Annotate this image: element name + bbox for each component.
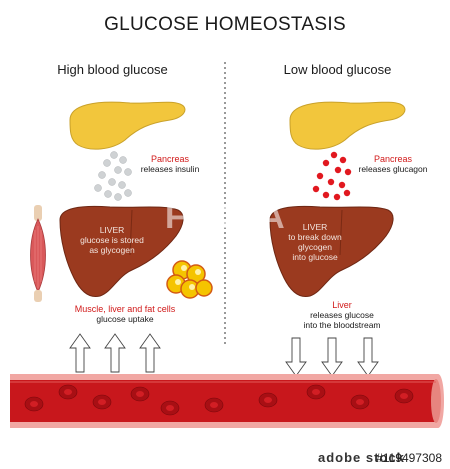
footer-bar [0, 447, 450, 469]
muscle-icon [30, 205, 46, 302]
release-label-sub1: releases glucose [310, 310, 374, 320]
uptake-arrows [69, 333, 161, 373]
page-title: GLUCOSE HOMEOSTASIS [104, 14, 346, 35]
pancreas-glucagon-label: Pancreas releases glucagon [348, 154, 438, 174]
liver-text-left: LIVER glucose is stored as glycogen [72, 225, 152, 255]
liver-left-line3: as glycogen [89, 245, 135, 255]
liver-right-lobe-line [339, 209, 343, 256]
watermark: FIXTA [165, 198, 291, 236]
pancreas-sub-right: releases glucagon [358, 164, 428, 174]
insulin-particles [94, 151, 132, 201]
uptake-label: Muscle, liver and fat cells glucose upta… [55, 304, 195, 324]
liver-left [59, 205, 184, 298]
heading-low-blood-glucose: Low blood glucose [283, 62, 392, 77]
pancreas-label-right: Pancreas [373, 154, 413, 164]
pancreas-insulin-label: Pancreas releases insulin [128, 154, 212, 174]
liver-left-line1: LIVER [99, 225, 125, 235]
glucagon-particles [312, 151, 352, 201]
liver-right-line1: LIVER [302, 222, 328, 232]
fat-cells-icon [166, 260, 213, 299]
heading-high-blood-glucose: High blood glucose [57, 62, 168, 77]
liver-release-label: Liver releases glucose into the bloodstr… [286, 300, 398, 330]
release-label-title: Liver [332, 300, 352, 310]
pancreas-sub-left: releases insulin [140, 164, 200, 174]
liver-right-line3: glycogen [297, 242, 333, 252]
liver-right [269, 205, 394, 298]
liver-right-line4: into glucose [292, 252, 338, 262]
stock-logo: adobe stock [318, 450, 405, 465]
release-label-sub2: into the bloodstream [303, 320, 381, 330]
liver-right-line2: to break down [288, 232, 342, 242]
uptake-label-sub: glucose uptake [96, 314, 154, 324]
liver-text-right: LIVER to break down glycogen into glucos… [280, 222, 350, 262]
stock-id: #119497308 [376, 451, 442, 465]
pancreas-left [69, 101, 186, 150]
pancreas-label-left: Pancreas [150, 154, 190, 164]
liver-left-lobe-line [129, 209, 133, 256]
liver-left-line2: glucose is stored [80, 235, 144, 245]
blood-vessel [10, 374, 444, 428]
red-blood-cells [24, 384, 414, 416]
pancreas-right [289, 101, 406, 150]
release-arrows [285, 337, 379, 377]
uptake-label-title: Muscle, liver and fat cells [74, 304, 176, 314]
